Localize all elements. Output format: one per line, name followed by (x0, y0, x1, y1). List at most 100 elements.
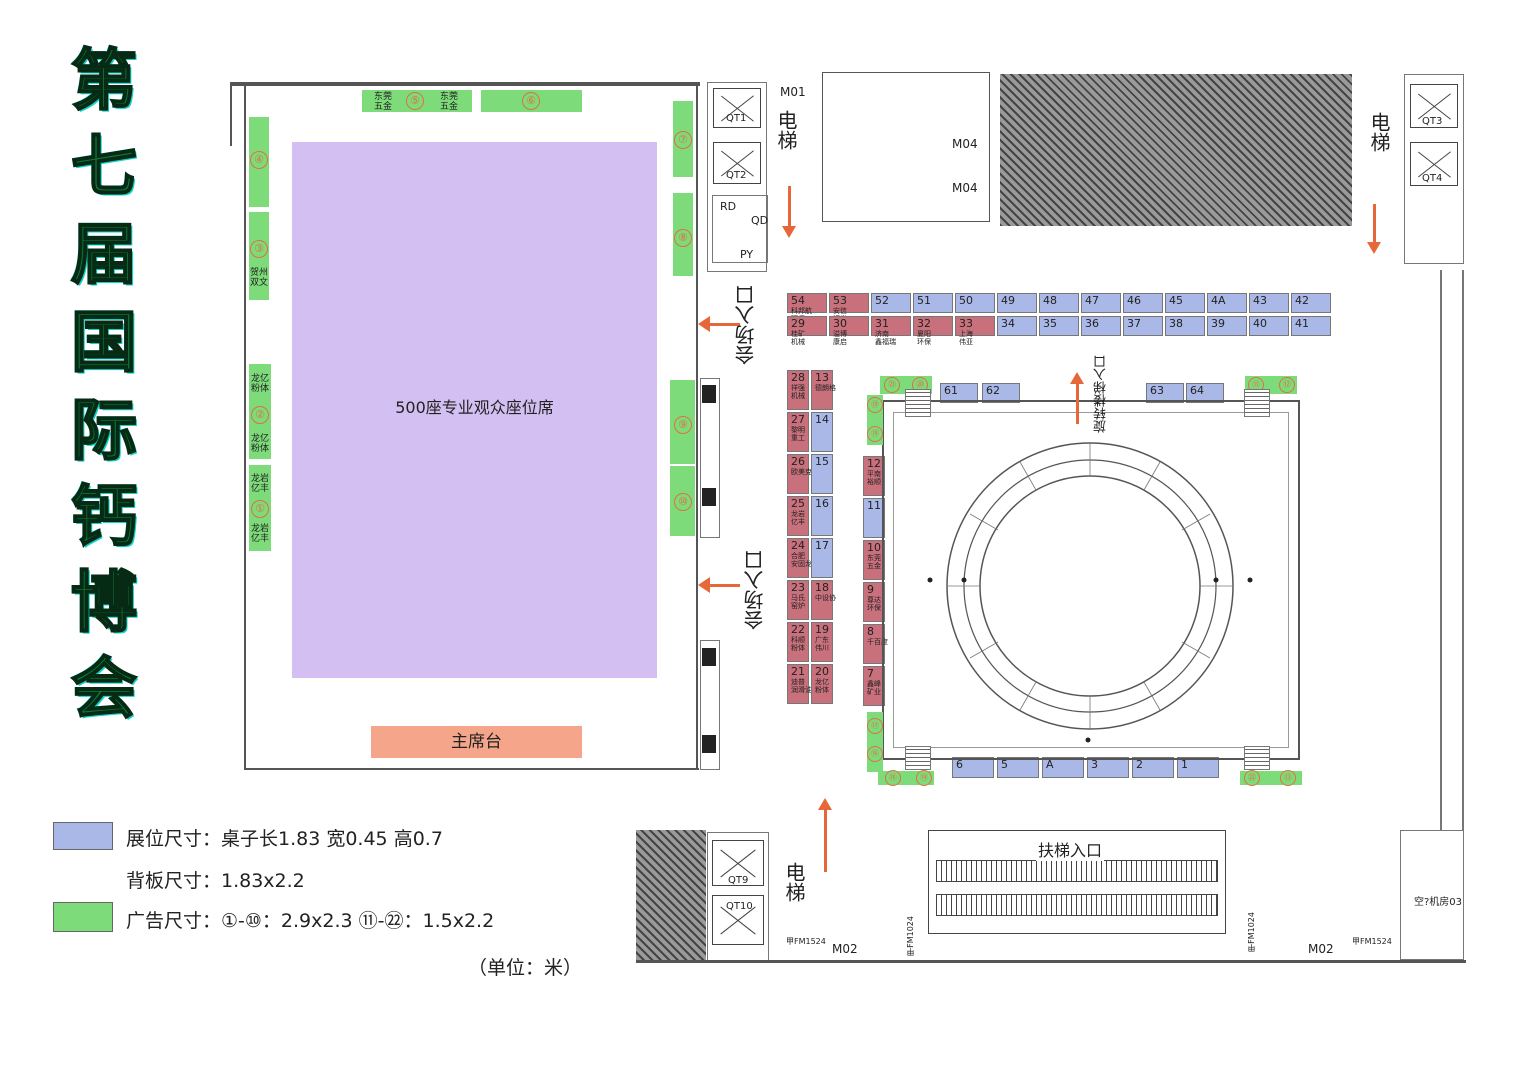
booth-exhibitor-name: 中设协 (815, 594, 836, 602)
ad-number: ⑱ (867, 426, 883, 442)
elevator-icon (1410, 84, 1458, 128)
elevator-label-top-right: 电梯 (1367, 112, 1391, 152)
wall-segment (700, 640, 720, 770)
stairwell-hatched (636, 830, 706, 962)
booth-number: 9 (867, 583, 874, 596)
spiral-stair-entrance-label: 旋转楼梯入口 (1094, 355, 1109, 433)
qt1-label: QT1 (726, 113, 747, 124)
qt9-label: QT9 (728, 875, 749, 886)
escalator-track (936, 894, 1218, 916)
corner-stair (905, 389, 931, 417)
booth-number: 1 (1181, 758, 1188, 771)
booth-number: 49 (1001, 294, 1015, 307)
hall-wall-right (696, 86, 698, 770)
booth-number: 32 (917, 317, 931, 330)
pillar (702, 488, 716, 506)
room-rd-qd (712, 195, 768, 263)
booth-number: 29 (791, 317, 805, 330)
right-outer-wall (1440, 270, 1442, 830)
atrium-railing-inner (893, 412, 1289, 748)
booth-number: 18 (815, 581, 829, 594)
ad-number: ㉑ (884, 377, 900, 393)
atrium-railing (882, 400, 1300, 760)
elevator-arrow (824, 810, 827, 872)
booth: 39 (1207, 316, 1247, 336)
booth-number: 52 (875, 294, 889, 307)
booth: 50 (955, 293, 995, 313)
booth: 34 (997, 316, 1037, 336)
ad-2-text: 龙亿 粉体 (250, 434, 269, 454)
booth-exhibitor-name: 迪普 润滑油 (791, 678, 812, 694)
spiral-staircase-icon (927, 442, 1253, 743)
booth-number: 41 (1295, 317, 1309, 330)
booth-number: 51 (917, 294, 931, 307)
booth: 52 (871, 293, 911, 313)
arrow-head-icon (698, 577, 710, 593)
booth: A (1042, 757, 1084, 778)
booth-number: 27 (791, 413, 805, 426)
ad-5-text: 东莞 五金 (373, 92, 392, 112)
booth-exhibitor-name: 黎明 重工 (791, 426, 805, 442)
ad-number: ⑲ (867, 397, 883, 413)
pillar (702, 735, 716, 753)
booth-number: 24 (791, 539, 805, 552)
booth: 36 (1081, 316, 1121, 336)
booth: 37 (1123, 316, 1163, 336)
booth-number: 10 (867, 541, 881, 554)
ad-number: ① (251, 500, 269, 518)
arrow-head-icon (698, 316, 710, 332)
escalator-track (936, 860, 1218, 882)
booth-number: 7 (867, 667, 874, 680)
wall-segment (700, 378, 720, 538)
booth: 42 (1291, 293, 1331, 313)
ad-number: ⑰ (867, 718, 883, 734)
m02-label-2: M02 (1308, 942, 1334, 956)
booth-number: 2 (1136, 758, 1143, 771)
booth-exhibitor-name: 鑫峰 矿业 (867, 680, 881, 696)
elevator-shaft-right (1404, 74, 1464, 264)
booth-number: 43 (1253, 294, 1267, 307)
booth: 51 (913, 293, 953, 313)
booth-number: 22 (791, 623, 805, 636)
booth-number: 53 (833, 294, 847, 307)
booth-number: 14 (815, 413, 829, 426)
corner-stair (1244, 746, 1270, 770)
ad-1-upper-text: 龙岩 亿丰 (250, 474, 269, 494)
ad-number: ⑫ (1279, 377, 1295, 393)
booth: 38 (1165, 316, 1205, 336)
stage-label: 主席台 (451, 732, 502, 752)
booth-number: 38 (1169, 317, 1183, 330)
elevator-label-top-left: 电梯 (774, 110, 798, 150)
booth-exhibitor-name: 桂矿 机械 (791, 330, 805, 346)
title-char: 届 (70, 216, 138, 293)
booth: 4A (1207, 293, 1247, 313)
booth-number: 39 (1211, 317, 1225, 330)
ad-number: ⑬ (1280, 770, 1296, 786)
booth-number: 13 (815, 371, 829, 384)
legend-ad-swatch (53, 902, 113, 932)
booth-number: 3 (1091, 758, 1098, 771)
booth-exhibitor-name: 德朗格 (815, 384, 836, 392)
booth-number: 26 (791, 455, 805, 468)
ad-number: ⑭ (916, 770, 932, 786)
booth-exhibitor-name: 千百度 (867, 638, 888, 646)
legend-unit: （单位：米） (468, 957, 583, 979)
booth-number: 6 (956, 758, 963, 771)
booth-number: 35 (1043, 317, 1057, 330)
booth: 46 (1123, 293, 1163, 313)
arrow-head-icon (818, 798, 832, 810)
booth: 49 (997, 293, 1037, 313)
m04-label: M04 (952, 137, 978, 151)
booth: 3 (1087, 757, 1129, 778)
hall-wall-stub (230, 86, 232, 146)
